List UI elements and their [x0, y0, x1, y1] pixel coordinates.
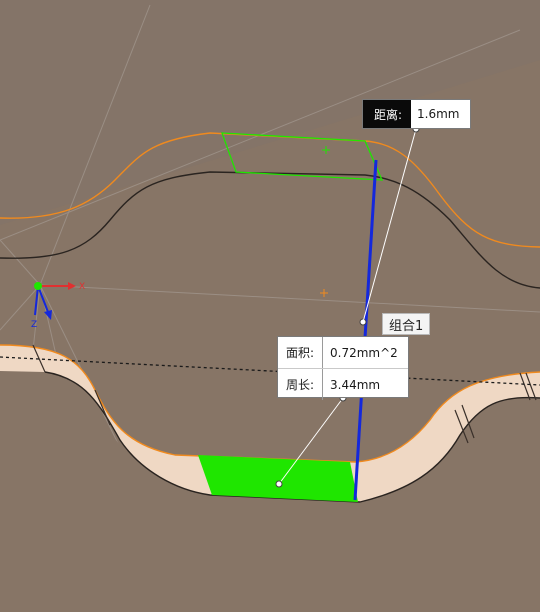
upper-dark-edge: [0, 171, 540, 289]
distance-dimension-line: [353, 159, 378, 501]
distance-value: 1.6mm: [417, 107, 460, 121]
perimeter-row: 周长: 3.44mm: [278, 369, 408, 400]
selected-face: [198, 455, 358, 502]
lower-face: [0, 345, 540, 502]
area-row: 面积: 0.72mm^2: [278, 337, 408, 369]
area-value: 0.72mm^2: [322, 337, 408, 368]
perimeter-value: 3.44mm: [322, 369, 408, 400]
upper-green-outline: [221, 132, 384, 181]
upper-orange-edge: [0, 132, 540, 248]
axis-z-label: Z: [31, 320, 37, 330]
axis-x-label: X: [79, 282, 85, 292]
area-callout[interactable]: 面积: 0.72mm^2 周长: 3.44mm: [277, 336, 409, 400]
perimeter-label: 周长:: [286, 378, 315, 392]
lower-extrusion: [0, 357, 540, 612]
axis-triad[interactable]: X Z: [31, 282, 85, 330]
construction-dashed-line: [0, 356, 540, 386]
distance-callout[interactable]: 距离: 1.6mm: [362, 99, 471, 129]
group-tag[interactable]: 组合1: [382, 313, 431, 335]
area-label: 面积:: [286, 346, 315, 360]
distance-label: 距离:: [363, 100, 411, 128]
